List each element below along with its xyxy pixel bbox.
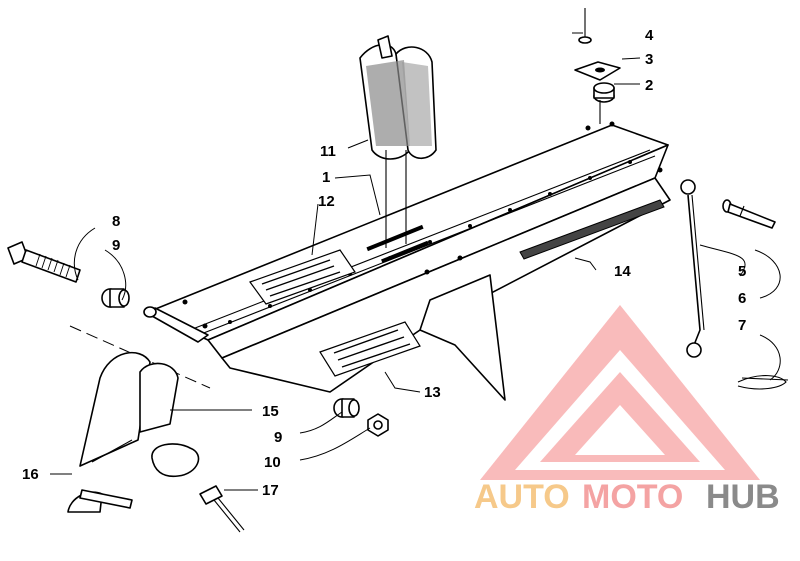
pedal-texture [366, 60, 410, 146]
mounting-holes [182, 121, 663, 329]
callout-14: 14 [614, 263, 631, 280]
callout-16: 16 [22, 466, 39, 483]
bracket-foot [151, 443, 200, 478]
callout-1: 1 [322, 169, 330, 186]
callout-8: 8 [112, 213, 120, 230]
callout-12: 12 [318, 193, 335, 210]
bushing-9-left [101, 288, 130, 308]
callout-5: 5 [738, 263, 746, 280]
watermark-hub: HUB [706, 478, 780, 516]
cable-eye-top [680, 179, 696, 195]
label-12-lines [261, 259, 341, 297]
watermark-logo [480, 305, 760, 480]
callout-11: 11 [320, 143, 336, 160]
grommet-assembly [574, 8, 621, 124]
hinge-roll [143, 306, 209, 343]
board-slot-2 [381, 240, 429, 264]
watermark-auto: AUTO [474, 478, 570, 516]
callout-3: 3 [645, 51, 653, 68]
wedge-16 [67, 489, 133, 513]
watermark-moto: MOTO [582, 478, 683, 516]
cable-eye-bottom [686, 342, 702, 358]
pedal-tab [377, 35, 393, 59]
logo-center-cut [575, 405, 665, 455]
foot-pedal [359, 35, 437, 248]
callout-7: 7 [738, 317, 746, 334]
board-slot [366, 224, 424, 252]
tread-strip [519, 199, 665, 260]
callout-9-left: 9 [112, 237, 120, 254]
callout-4: 4 [645, 27, 654, 44]
callout-6: 6 [738, 290, 746, 307]
label-13-lines [333, 329, 411, 368]
cable-tie-17 [199, 485, 245, 533]
callout-labels: 4 3 2 11 1 12 8 9 14 5 6 7 13 15 9 10 16… [22, 27, 746, 499]
bolt-8 [7, 241, 81, 283]
leader-lines [50, 32, 781, 491]
hinge-line-2 [195, 155, 656, 337]
callout-9-right: 9 [274, 429, 282, 446]
callout-13: 13 [424, 384, 441, 401]
callout-2: 2 [645, 77, 653, 94]
callout-15: 15 [262, 403, 279, 420]
nut-10 [367, 413, 389, 437]
pedal-texture-2 [402, 62, 432, 146]
board-skirt [419, 274, 506, 401]
watermark-text: AUTO MOTO HUB [474, 478, 780, 516]
callout-10: 10 [264, 454, 281, 471]
part-4-rivet [578, 36, 592, 44]
bushing-9-right [333, 398, 360, 418]
running-board [147, 121, 671, 401]
callout-17: 17 [262, 482, 279, 499]
clevis-pin [722, 199, 776, 229]
hairpin-clip [737, 375, 789, 390]
tether-cable [680, 179, 776, 358]
bracket-15 [79, 352, 200, 478]
